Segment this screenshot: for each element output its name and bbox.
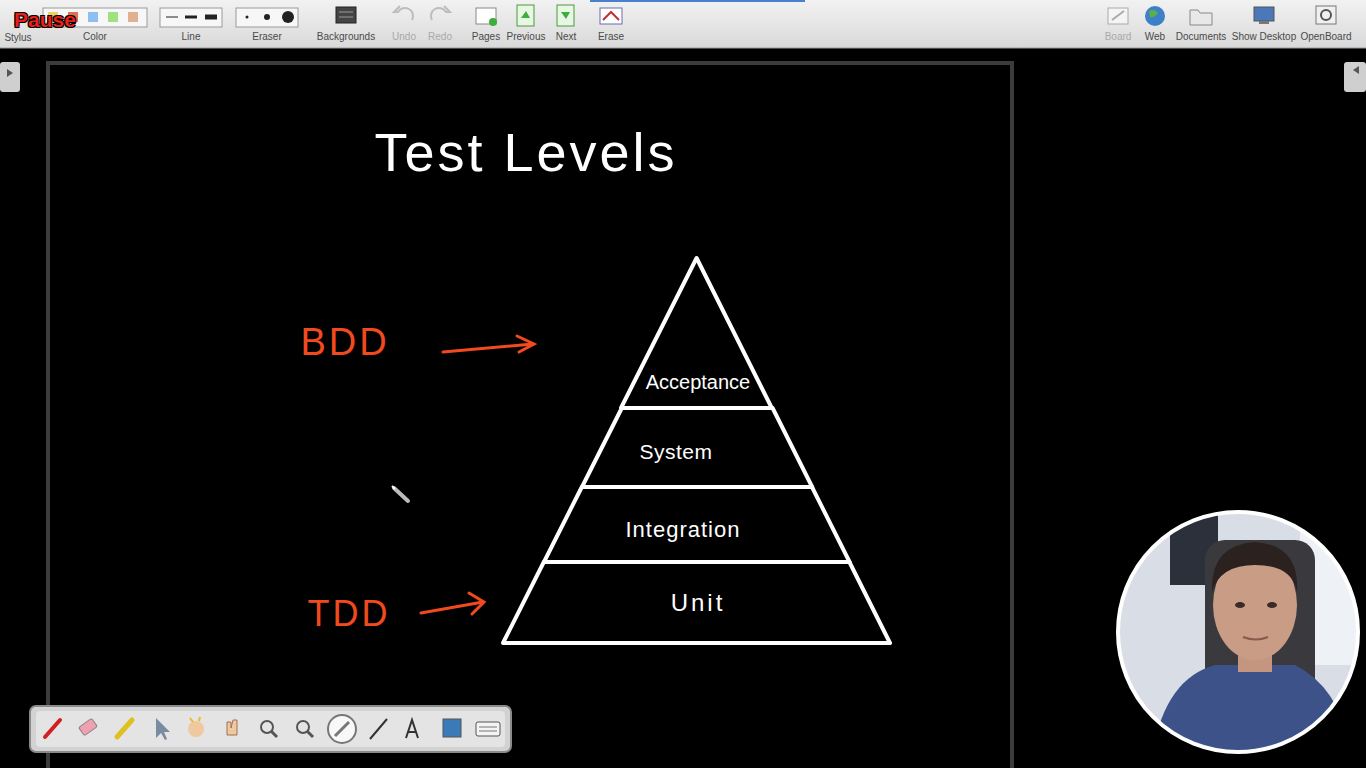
- toolbar-label: Undo: [392, 31, 416, 43]
- openboard-icon: [1316, 6, 1336, 24]
- recording-status: Pause: [14, 7, 76, 32]
- toolbar-label: Backgrounds: [317, 31, 375, 43]
- undo-icon: [394, 6, 413, 20]
- bdd-arrow: [443, 336, 534, 352]
- toolbar-label: OpenBoard: [1300, 31, 1351, 43]
- web-icon: [1145, 6, 1165, 26]
- redo-icon: [431, 6, 450, 20]
- method-label: BDD: [300, 320, 389, 366]
- toolbar-label: Erase: [598, 31, 624, 43]
- show-desktop-icon: [1254, 7, 1274, 21]
- integration-level: Integration: [544, 487, 850, 562]
- toolbar-label: Line: [182, 31, 201, 43]
- system-level: System: [582, 408, 812, 487]
- toolbar-label: Previous: [507, 31, 546, 43]
- level-label: System: [639, 439, 712, 464]
- board-title: Test Levels: [374, 120, 677, 185]
- board: [48, 63, 1012, 768]
- toolbar-label: Show Desktop: [1232, 31, 1296, 43]
- level-label: Unit: [671, 589, 726, 618]
- webcam-overlay: [1110, 505, 1366, 768]
- level-label: Integration: [626, 517, 741, 543]
- acceptance-level: Acceptance: [621, 258, 772, 408]
- pen-cursor: [392, 486, 408, 501]
- method-label: TDD: [308, 592, 391, 635]
- line-width-buttons: [160, 8, 222, 27]
- eraser-size-buttons: [236, 8, 298, 27]
- left-tab: [0, 62, 20, 92]
- backgrounds-icon: [336, 7, 356, 23]
- tdd-arrow: [421, 593, 484, 614]
- previous-icon: [517, 5, 534, 26]
- bottom-toolbar: [30, 706, 511, 752]
- toolbar-label: Documents: [1176, 31, 1227, 43]
- next-icon: [557, 5, 574, 26]
- toolbar-label: Eraser: [252, 31, 281, 43]
- board-icon: [1108, 8, 1128, 24]
- level-label: Acceptance: [646, 370, 751, 394]
- toolbar-background: [0, 0, 1366, 48]
- right-tab: [1344, 62, 1366, 92]
- erase-icon: [600, 8, 622, 24]
- toolbar-label: Stylus: [4, 32, 31, 44]
- toolbar-label: Pages: [472, 31, 500, 43]
- toolbar-label: Board: [1105, 31, 1132, 43]
- toolbar-label: Color: [83, 31, 107, 43]
- toolbar-label: Web: [1145, 31, 1165, 43]
- documents-icon: [1190, 10, 1212, 25]
- unit-level: Unit: [503, 562, 890, 643]
- toolbar-label: Next: [556, 31, 577, 43]
- toolbar-label: Redo: [428, 31, 452, 43]
